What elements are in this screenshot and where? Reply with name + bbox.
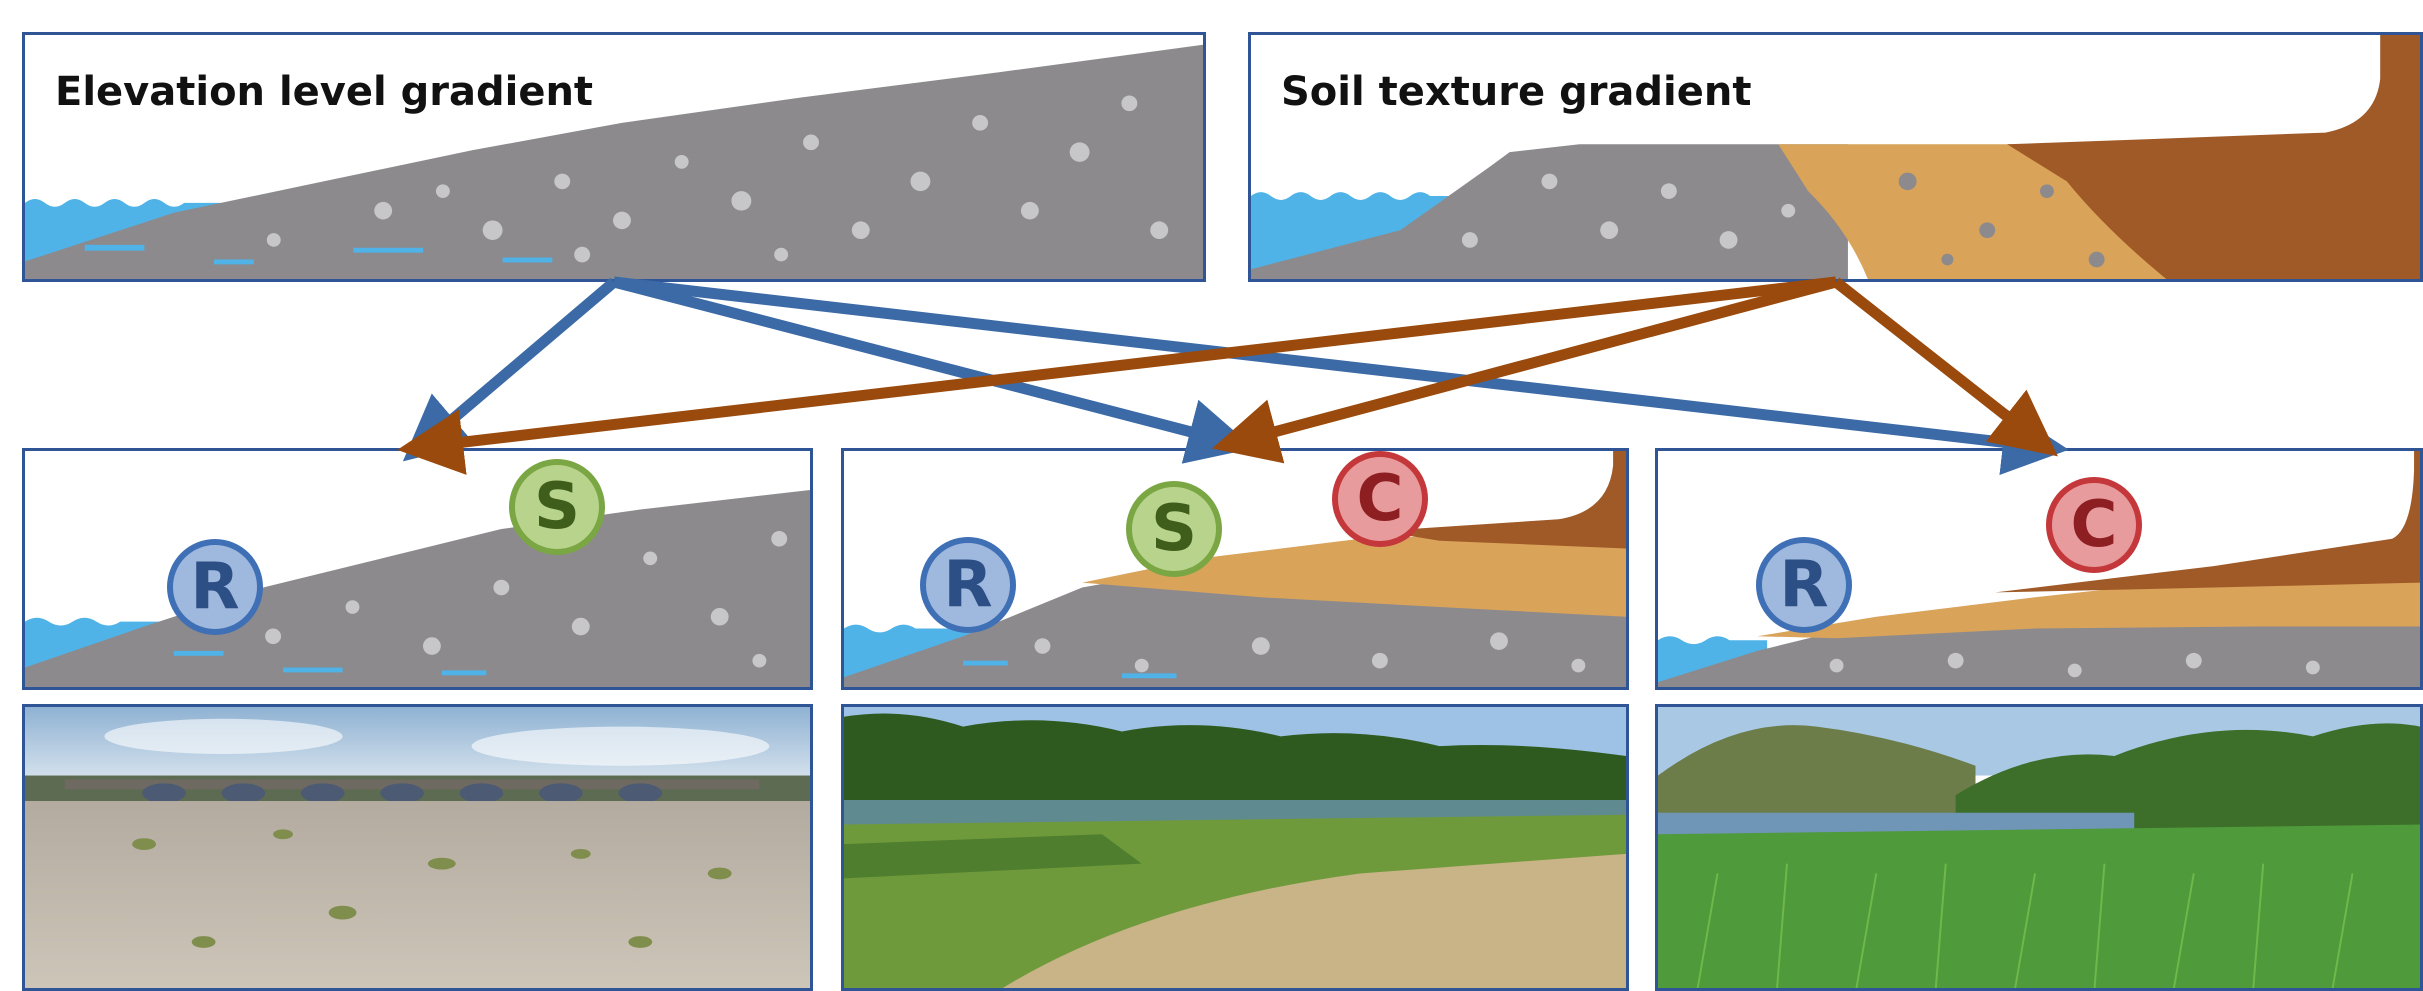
elevation-arrow-to-right — [613, 276, 2069, 476]
stress-tolerant-badge: S — [1126, 481, 1222, 577]
schematic-panel-right: R C — [1655, 448, 2423, 690]
elevation-gradient-title: Elevation level gradient — [55, 69, 594, 115]
photo-sandy-bank — [841, 704, 1629, 991]
soil-texture-illustration — [1251, 35, 2420, 279]
schematic-panel-left: R S — [22, 448, 813, 690]
ruderal-badge: R — [1756, 537, 1852, 633]
competitive-badge: C — [1332, 451, 1428, 547]
sandy-bank-schematic — [844, 451, 1626, 687]
reed-grassland-photo — [1658, 707, 2420, 988]
elevation-gradient-panel: Elevation level gradient — [22, 32, 1206, 282]
soil-arrow-to-right — [1832, 277, 2058, 457]
silt-terrace-schematic — [1658, 451, 2420, 687]
photo-gravel-bar — [22, 704, 813, 991]
elevation-gradient-illustration — [25, 44, 1203, 279]
soil-texture-panel: Soil texture gradient — [1248, 32, 2423, 282]
gravel-bar-photo — [25, 707, 810, 988]
ruderal-badge: R — [167, 539, 263, 635]
schematic-panel-middle: R S C — [841, 448, 1629, 690]
ruderal-badge: R — [920, 537, 1016, 633]
gravel-bar-schematic — [25, 490, 810, 687]
elevation-arrow-to-left — [402, 277, 618, 462]
elevation-arrow-to-middle — [612, 276, 1254, 464]
competitive-badge: C — [2046, 477, 2142, 573]
sandy-bank-photo — [844, 707, 1626, 988]
soil-arrow-to-left — [397, 276, 1837, 475]
soil-arrow-to-middle — [1212, 276, 1838, 464]
stress-tolerant-badge: S — [509, 459, 605, 555]
soil-texture-title: Soil texture gradient — [1281, 69, 1752, 115]
photo-reed-grassland — [1655, 704, 2423, 991]
